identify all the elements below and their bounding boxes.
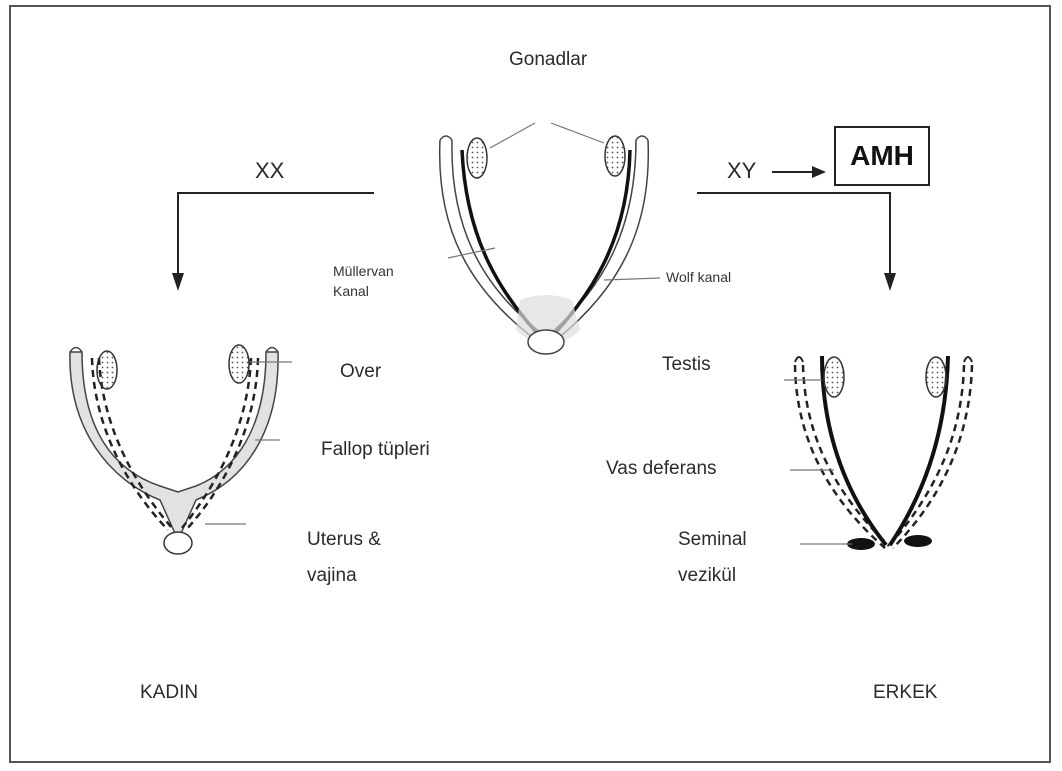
xy-label: XY bbox=[727, 158, 756, 184]
mullerian-duct-label-line1: Müllervan bbox=[333, 261, 394, 281]
testis-label: Testis bbox=[662, 352, 711, 378]
male-reproductive-tract bbox=[784, 356, 972, 550]
branch-arrows bbox=[172, 166, 896, 291]
undifferentiated-ducts bbox=[440, 123, 660, 354]
uterus-label-line1: Uterus & bbox=[307, 527, 381, 553]
vas-deferens-label: Vas deferans bbox=[606, 456, 717, 482]
wolffian-duct-label: Wolf kanal bbox=[666, 267, 731, 287]
male-label: ERKEK bbox=[873, 680, 937, 706]
mullerian-duct-label-line2: Kanal bbox=[333, 281, 369, 301]
seminal-vesicle-label-line1: Seminal bbox=[678, 527, 747, 553]
fallopian-tubes-label: Fallop tüpleri bbox=[321, 437, 430, 463]
gonads-label: Gonadlar bbox=[509, 47, 587, 73]
uterus-label-line2: vajina bbox=[307, 563, 357, 589]
amh-box: AMH bbox=[834, 126, 930, 186]
xx-label: XX bbox=[255, 158, 284, 184]
female-label: KADIN bbox=[140, 680, 198, 706]
ovary-label: Over bbox=[340, 359, 381, 385]
amh-label: AMH bbox=[850, 140, 914, 172]
female-reproductive-tract bbox=[70, 345, 292, 554]
seminal-vesicle-label-line2: vezikül bbox=[678, 563, 736, 589]
